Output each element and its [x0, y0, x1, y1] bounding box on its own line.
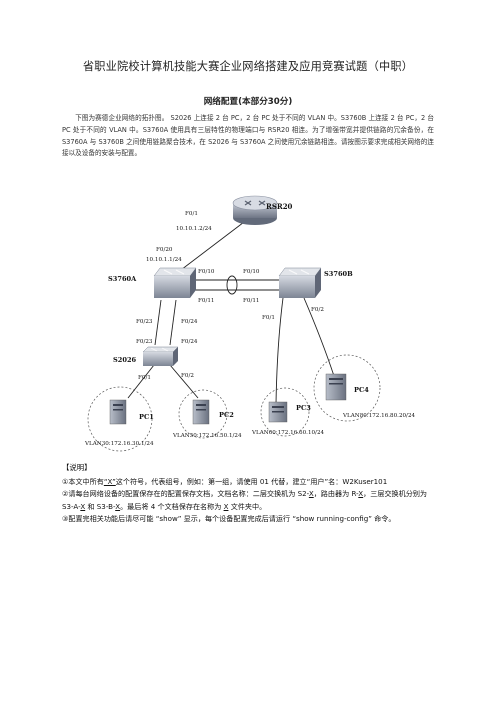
switch-s2026 — [142, 346, 179, 366]
link-b-pc4 — [303, 297, 335, 377]
port-a-f024: F0/24 — [181, 319, 198, 325]
link-s-pc2 — [169, 364, 199, 399]
pc3-zone — [260, 387, 310, 437]
label-s3760a: S3760A — [108, 275, 137, 283]
port-b-f011: F0/11 — [243, 298, 259, 304]
port-a-f020: F0/20 — [156, 247, 173, 253]
note-2: ②请每台网络设备的配置保存在的配置保存文档，文档名称：二层交换机为 S2-X，路… — [62, 489, 428, 511]
switch-s3760b — [278, 267, 322, 298]
port-a-f010: F0/10 — [198, 269, 215, 275]
label-s2026: S2026 — [113, 356, 137, 364]
aggregation-ring — [226, 275, 238, 295]
label-pc2: PC2 — [219, 411, 234, 419]
link-a-rsr — [172, 215, 253, 277]
label-s3760b: S3760B — [324, 270, 353, 278]
label-pc3: PC3 — [296, 404, 311, 412]
pc2-computer — [192, 399, 210, 425]
pc1-computer — [109, 399, 127, 425]
port-s-f02: F0/2 — [181, 373, 194, 379]
pc4-zone — [313, 354, 381, 422]
label-pc4: PC4 — [354, 386, 369, 394]
note-3: ③配置完相关功能后请尽可能 “show” 显示，每个设备配置完成后请运行 “sh… — [62, 514, 396, 524]
note-1: ①本文中所有“X”这个符号，代表组号，例如：第一组，请使用 01 代替，建立“用… — [62, 476, 388, 486]
label-pc1: PC1 — [139, 413, 154, 421]
pc4-computer — [325, 373, 347, 401]
pc1-zone — [87, 386, 153, 452]
port-a-f011: F0/11 — [198, 298, 214, 304]
vlan-pc2: VLAN50:172.16.50.1/24 — [172, 433, 242, 439]
port-b-f02: F0/2 — [311, 307, 324, 313]
link-a-s-f023 — [154, 299, 162, 346]
port-rsr-f01: F0/1 — [185, 211, 198, 217]
port-s-f01: F0/1 — [138, 375, 151, 381]
router-rsr20 — [232, 195, 278, 225]
port-b-f01: F0/1 — [262, 315, 275, 321]
vlan-pc4: VLAN80:172.16.80.20/24 — [342, 413, 415, 419]
vlan-pc1: VLAN30:172.16.30.1/24 — [84, 441, 154, 447]
link-a-s-f024 — [169, 299, 177, 346]
pc2-zone — [178, 389, 228, 439]
label-rsr20: RSR20 — [266, 202, 293, 211]
network-topology-diagram: RSR20 S3760A S3760B S2026 PC1 PC2 PC3 PC… — [84, 195, 415, 452]
port-b-f010: F0/10 — [243, 269, 260, 275]
switch-s3760a — [153, 267, 197, 298]
link-s-pc1 — [127, 364, 155, 399]
intro-paragraph: 下图为赛德企业网络的拓扑图。 S2026 上连接 2 台 PC，2 台 PC 处… — [62, 114, 434, 158]
port-a-ip: 10.10.1.1/24 — [146, 257, 182, 263]
pc3-computer — [268, 401, 288, 423]
notes-header: 【说明】 — [62, 463, 92, 472]
port-rsr-ip: 10.10.1.2/24 — [176, 226, 212, 232]
vlan-pc3: VLAN60:172.16.60.10/24 — [251, 430, 324, 436]
link-b-pc3 — [275, 297, 284, 405]
notes-section: 【说明】 ①本文中所有“X”这个符号，代表组号，例如：第一组，请使用 01 代替… — [62, 462, 440, 526]
port-a-f023: F0/23 — [136, 319, 153, 325]
section-title: 网络配置(本部分30分) — [203, 97, 293, 107]
port-s-f024: F0/24 — [181, 339, 198, 345]
page-title: 省职业院校计算机技能大赛企业网络搭建及应用竞赛试题（中职） — [82, 60, 414, 73]
port-s-f023: F0/23 — [136, 339, 153, 345]
